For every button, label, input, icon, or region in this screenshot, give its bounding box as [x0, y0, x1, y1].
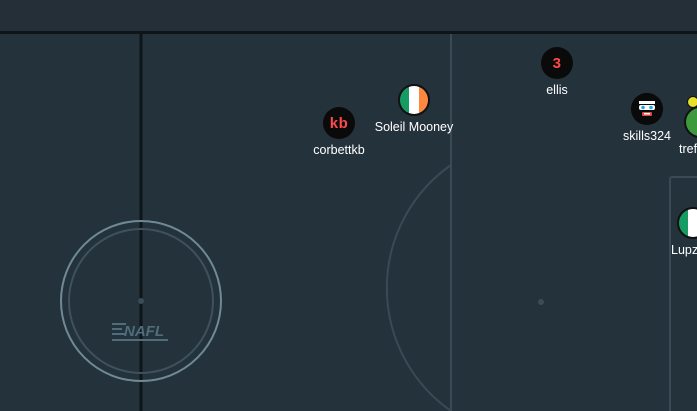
logo-text: NAFL — [124, 323, 164, 340]
faceoff-spot — [138, 298, 144, 304]
faceoff-circle-inner — [68, 228, 214, 374]
player-name: tref — [679, 142, 697, 156]
green-avatar-icon — [684, 106, 697, 138]
player-name: corbettkb — [313, 143, 365, 157]
player-skills324[interactable]: skills324 — [587, 93, 697, 143]
player-name: Soleil Mooney — [374, 120, 454, 134]
player-soleil-mooney[interactable]: Soleil Mooney — [354, 84, 474, 134]
player-corbettkb[interactable]: kb corbettkb — [279, 107, 399, 157]
player-name: Lupz — [671, 243, 697, 257]
faceoff-circle-outer — [60, 220, 222, 382]
ireland-flag-icon — [398, 84, 430, 116]
player-lupz[interactable]: Lupz — [641, 207, 697, 257]
player-ellis[interactable]: 3 ellis — [497, 47, 617, 97]
player-name: ellis — [546, 83, 568, 97]
status-badge — [687, 96, 697, 108]
avatar-initials: 3 — [552, 54, 562, 72]
masked-face-icon — [631, 93, 663, 125]
nafl-logo: NAFL — [112, 323, 168, 341]
avatar: 3 — [541, 47, 573, 79]
avatar: kb — [323, 107, 355, 139]
right-box-line — [669, 176, 697, 411]
green-flag-avatar-icon — [677, 207, 697, 239]
top-bar — [0, 0, 697, 31]
player-tref[interactable]: tref — [641, 106, 697, 156]
avatar-initials: kb — [329, 114, 349, 132]
center-spot — [538, 299, 544, 305]
top-boundary-line — [0, 31, 697, 34]
center-circle-arc — [385, 164, 452, 411]
player-name: skills324 — [623, 129, 671, 143]
